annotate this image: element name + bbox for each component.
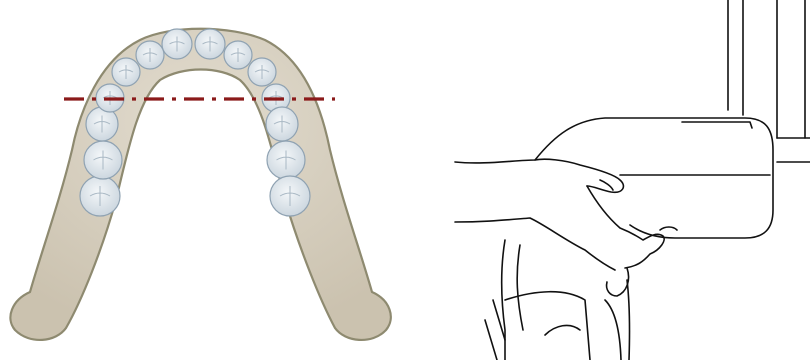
device-support-arm <box>728 0 810 162</box>
device-illustration <box>405 0 810 360</box>
upper-hand-fingers <box>587 186 664 268</box>
xray-device-housing <box>535 118 773 238</box>
thumb <box>607 268 629 296</box>
mandible-bone <box>10 29 390 340</box>
mandible-illustration <box>0 0 405 360</box>
upper-arm <box>455 159 623 192</box>
lower-arm <box>455 218 615 270</box>
device-housing-ridge <box>682 122 752 128</box>
knuckle-line <box>600 180 613 190</box>
mandible-illustration-panel <box>0 0 405 360</box>
device-knob <box>660 227 677 230</box>
device-illustration-panel <box>405 0 810 360</box>
lower-structures <box>485 240 630 360</box>
